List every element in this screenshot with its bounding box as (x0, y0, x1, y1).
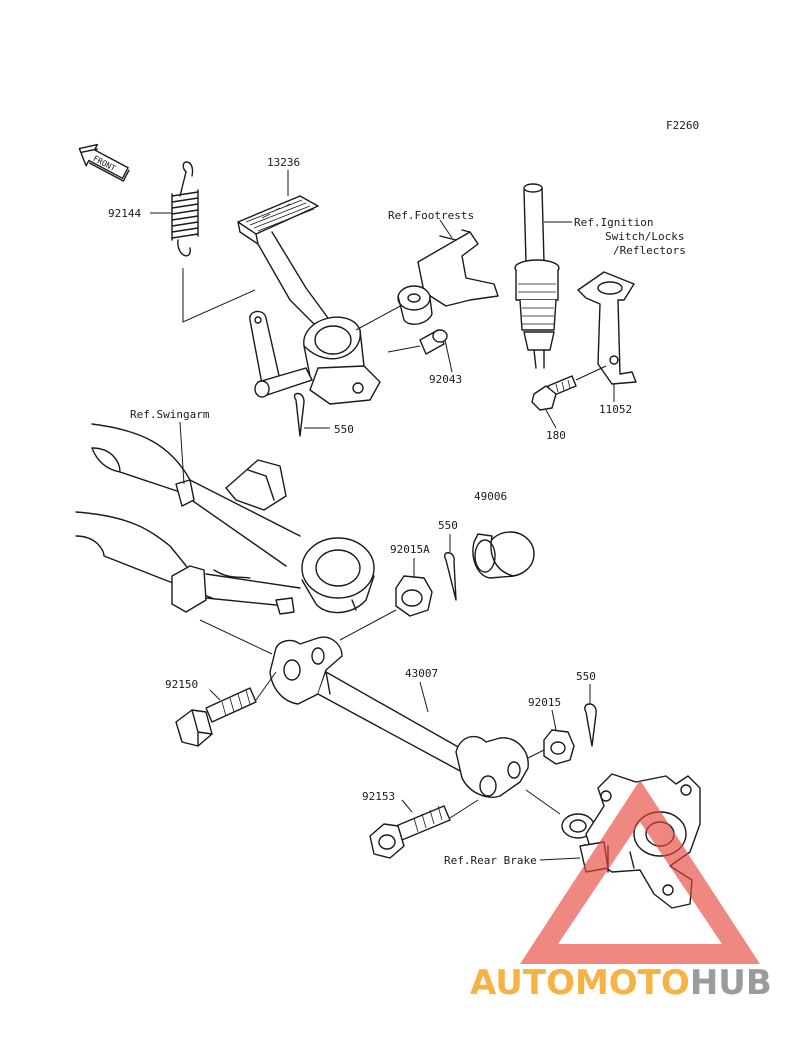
nut-92015 (543, 729, 575, 765)
watermark-text-part1: AUTOMOTO (470, 963, 690, 1003)
callout-92043: 92043 (429, 373, 462, 386)
bracket-11052 (577, 271, 637, 385)
callout-550-top: 550 (334, 423, 354, 436)
cotter-pin-550-top (293, 392, 305, 437)
swingarm (75, 423, 375, 615)
callout-43007: 43007 (405, 667, 438, 680)
callout-92015a: 92015A (390, 543, 430, 556)
callout-ref-swingarm: Ref.Swingarm (130, 408, 210, 421)
callout-92150: 92150 (165, 678, 198, 691)
footrest-bracket (397, 229, 499, 325)
callout-49006: 49006 (474, 490, 507, 503)
torque-link-43007 (269, 636, 529, 798)
callout-550-right: 550 (576, 670, 596, 683)
brake-light-switch (514, 183, 560, 369)
figure-code: F2260 (666, 119, 699, 132)
watermark-triangle-icon (520, 780, 760, 964)
bolt-92150 (175, 687, 257, 747)
callout-180: 180 (546, 429, 566, 442)
watermark-text-part2: HUB (690, 963, 772, 1003)
callout-92144: 92144 (108, 207, 141, 220)
bolt-180 (531, 375, 577, 411)
svg-text:AUTOMOTOHUB: AUTOMOTOHUB (470, 963, 772, 1003)
front-arrow-icon: FRONT (78, 143, 130, 182)
callout-ref-footrests: Ref.Footrests (388, 209, 474, 222)
cotter-pin-550-mid (444, 552, 457, 601)
callout-11052: 11052 (599, 403, 632, 416)
spring-92144 (171, 161, 199, 257)
callout-ref-rear-brake: Ref.Rear Brake (444, 854, 537, 867)
callout-92015: 92015 (528, 696, 561, 709)
bush-49006 (472, 531, 535, 579)
callout-13236: 13236 (267, 156, 300, 169)
callout-92153: 92153 (362, 790, 395, 803)
nut-92015a (395, 575, 433, 617)
cotter-pin-550-right (584, 703, 597, 747)
callout-ref-ignition-3: /Reflectors (613, 244, 686, 257)
callout-550-mid: 550 (438, 519, 458, 532)
brake-pedal-13236 (237, 195, 381, 405)
callout-ref-ignition-1: Ref.Ignition (574, 216, 653, 229)
bolt-92153 (369, 805, 451, 859)
callout-ref-ignition-2: Switch/Locks (605, 230, 684, 243)
automotohub-logo: AUTOMOTOHUB (470, 780, 772, 1003)
pin-92043 (419, 329, 448, 355)
